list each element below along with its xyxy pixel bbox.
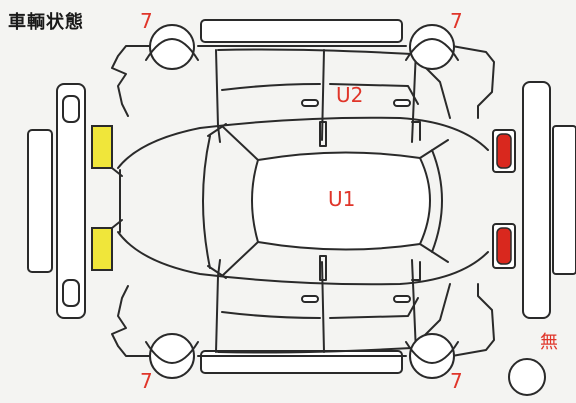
wheel-front-left [149, 24, 195, 70]
rear-body-outline [522, 81, 551, 319]
chart-title: 車輌状態 [8, 12, 84, 33]
rear-taillamp-top [496, 133, 512, 169]
front-headlamp-bottom [91, 227, 113, 271]
bottom-door-pillars [215, 259, 417, 353]
top-down-view [117, 116, 489, 286]
wheel-rear-left [409, 24, 455, 70]
front-headlamp-top [91, 125, 113, 169]
body-outline [117, 116, 489, 286]
bottom-body-outline [111, 283, 495, 357]
wheel-front-right [149, 333, 195, 379]
top-door-handle-rear [393, 99, 411, 107]
c-pillars [411, 121, 421, 281]
front-mirror-bottom [62, 279, 80, 307]
bottom-side-view [111, 259, 495, 379]
top-door-pillars [215, 49, 417, 143]
a-pillars [207, 123, 259, 279]
rear-window [419, 139, 449, 263]
tire-label-front-right: 7 [140, 369, 153, 393]
tire-label-rear-right: 7 [450, 369, 463, 393]
b-pillars [319, 121, 327, 281]
top-door-handle-front [301, 99, 319, 107]
top-body-outline [111, 45, 495, 119]
front-view [27, 83, 123, 319]
spare-tire-icon [508, 358, 546, 396]
rear-taillamp-bottom [496, 227, 512, 265]
spare-tire-label: 無 [540, 332, 558, 353]
damage-label-roof: U1 [328, 187, 355, 211]
front-mirror-top [62, 95, 80, 123]
top-side-view [111, 19, 495, 143]
front-bumper-outline [27, 129, 53, 273]
tire-label-front-left: 7 [140, 9, 153, 33]
bottom-rocker-panel [200, 350, 403, 374]
front-body-outline [56, 83, 86, 319]
wheel-rear-right [409, 333, 455, 379]
top-rocker-panel [200, 19, 403, 43]
top-wheel-arches [145, 38, 459, 61]
bottom-door-handle-rear [393, 295, 411, 303]
bottom-door-handle-front [301, 295, 319, 303]
top-window-line [221, 83, 419, 105]
tire-label-rear-left: 7 [450, 9, 463, 33]
rear-bumper-outline [552, 125, 576, 275]
rear-view [492, 81, 576, 319]
bottom-window-line [221, 297, 419, 319]
damage-label-left-side: U2 [336, 83, 363, 107]
bottom-wheel-arches [145, 341, 459, 364]
windshield-outer [202, 135, 211, 269]
